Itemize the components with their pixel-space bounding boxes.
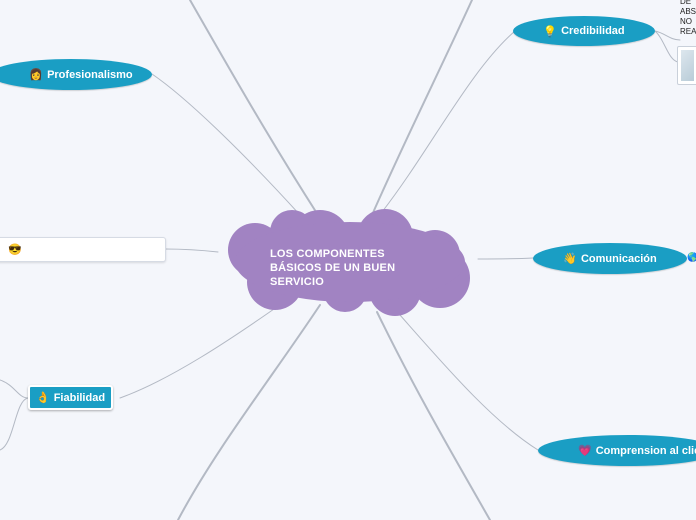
heart-icon: 💗 <box>578 444 592 457</box>
connector-unnamed <box>165 249 218 252</box>
credibilidad-note-line-4: REA <box>680 27 696 37</box>
connector-credibilidad <box>382 31 515 212</box>
branch-credibilidad-label: Credibilidad <box>561 25 625 37</box>
connector-bottom-right <box>377 312 490 520</box>
central-topic-line-2: BÁSICOS DE UN BUEN <box>270 261 395 275</box>
globe-icon[interactable]: 🌎 <box>687 252 696 263</box>
branch-comunicacion-label: Comunicación <box>581 253 657 265</box>
branch-credibilidad[interactable]: 💡 Credibilidad <box>513 16 655 46</box>
branch-comprension-label: Comprension al clie <box>596 445 696 457</box>
branch-fiabilidad[interactable]: 👌 Fiabilidad <box>28 385 113 410</box>
waving-hand-icon: 👋 <box>563 252 577 265</box>
connector-profesionalismo <box>152 74 300 215</box>
connector-comunicacion <box>478 258 533 259</box>
branch-profesionalismo-label: Profesionalismo <box>47 69 133 81</box>
central-topic-line-1: LOS COMPONENTES <box>270 247 395 261</box>
credibilidad-note-line-3: NO <box>680 17 696 27</box>
credibilidad-note: DE ABS NO REA <box>680 0 696 37</box>
credibilidad-note-line-1: DE <box>680 0 696 7</box>
connector-fiabilidad-sub-2 <box>0 398 28 450</box>
connector-fiabilidad-sub-1 <box>0 380 28 398</box>
connector-top-left <box>190 0 318 215</box>
connector-comprension <box>392 306 538 450</box>
connector-fiabilidad <box>120 302 284 398</box>
central-topic-label[interactable]: LOS COMPONENTES BÁSICOS DE UN BUEN SERVI… <box>270 247 395 289</box>
branch-fiabilidad-label: Fiabilidad <box>54 392 105 404</box>
connector-top-right <box>372 0 472 215</box>
central-topic-line-3: SERVICIO <box>270 275 395 289</box>
lightbulb-icon: 💡 <box>543 25 557 38</box>
person-icon: 👩 <box>29 68 43 81</box>
branch-unnamed-node[interactable]: 😎 <box>0 237 166 262</box>
credibilidad-image-thumbnail[interactable] <box>677 46 696 85</box>
ok-hand-icon: 👌 <box>36 391 50 404</box>
connector-bottom-left <box>178 305 320 520</box>
image-icon <box>681 50 694 81</box>
branch-comunicacion[interactable]: 👋 Comunicación <box>533 243 687 274</box>
credibilidad-note-line-2: ABS <box>680 7 696 17</box>
sunglasses-face-icon: 😎 <box>8 243 22 256</box>
